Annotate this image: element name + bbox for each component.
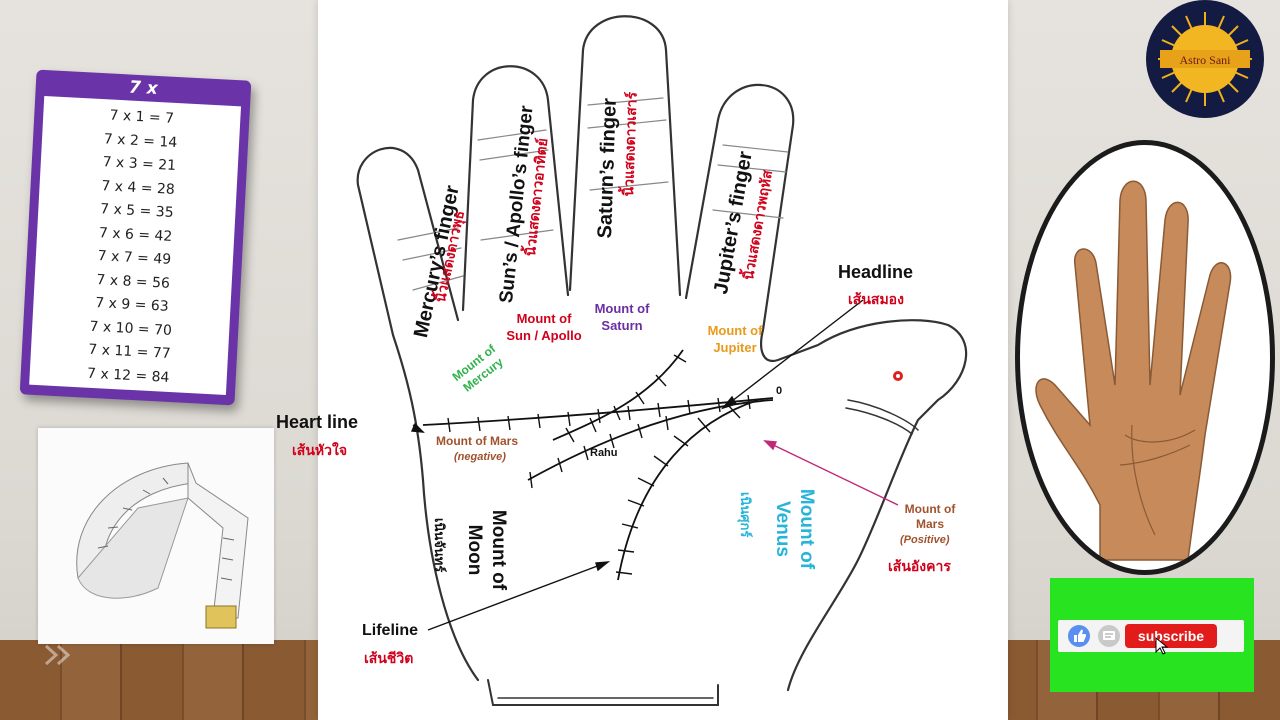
times-table-row: 7 x 12 = 84 — [86, 365, 170, 386]
times-table-row: 7 x 5 = 35 — [99, 201, 174, 221]
times-table-card: 7 x 7 x 1 = 7 7 x 2 = 14 7 x 3 = 21 7 x … — [19, 69, 252, 406]
times-table-row: 7 x 6 = 42 — [98, 225, 173, 245]
headline-thai-label: เส้นสมอง — [848, 291, 904, 307]
tape-measure-photo — [38, 428, 274, 644]
saturn-finger-thai-label: นิ้วแสดงดาวเสาร์ — [619, 91, 640, 197]
mount-of-venus-thai-label: เนินศุกร์ — [738, 492, 753, 538]
times-table-row: 7 x 11 = 77 — [87, 341, 172, 362]
mount-of-moon-thai-label: เนินจันทร์ — [432, 518, 447, 573]
heart-line-label: Heart line — [276, 412, 359, 432]
hand-photo-frame — [1015, 140, 1275, 575]
mount-of-mars-positive-note: (Positive) — [900, 534, 950, 546]
times-table-body: 7 x 1 = 7 7 x 2 = 14 7 x 3 = 21 7 x 4 = … — [29, 96, 242, 395]
heart-line-thai-label: เส้นหัวใจ — [292, 442, 348, 458]
astro-sani-logo: Astro Sani — [1146, 0, 1264, 118]
cursor-icon — [1155, 636, 1169, 655]
mount-of-mars-negative-label: Mount of Mars — [436, 434, 518, 448]
rahu-label: Rahu — [590, 447, 618, 459]
mount-of-mars-positive-label: Mount of Mars — [904, 502, 956, 531]
mount-of-venus-label: Mount of Venus — [772, 488, 817, 570]
palm-diagram-panel: Mercury’s finger นิ้วแสดงดาวพุธ Sun’s / … — [276, 0, 1008, 720]
like-button[interactable] — [1068, 625, 1090, 647]
mars-line-thai-label: เส้นอังคาร — [888, 558, 951, 574]
watermark-icon — [44, 644, 71, 666]
comment-icon — [1103, 631, 1115, 640]
mount-of-jupiter-label: Mount of Jupiter — [707, 323, 763, 355]
tape-measure-icon — [76, 462, 249, 629]
saturn-finger-label: Saturn’s finger — [594, 97, 621, 239]
zero-marker-label: 0 — [776, 385, 783, 397]
subscribe-button[interactable]: subscribe — [1125, 624, 1217, 648]
thumbs-up-icon — [1074, 629, 1086, 642]
times-table-row: 7 x 7 = 49 — [97, 248, 172, 268]
times-table-row: 7 x 1 = 7 — [109, 107, 175, 127]
mount-of-moon-label: Mount of Moon — [464, 509, 509, 591]
open-palm-icon — [1035, 180, 1232, 561]
comment-button[interactable] — [1098, 625, 1120, 647]
lifeline-thai-label: เส้นชีวิต — [364, 650, 414, 666]
headline-label: Headline — [838, 262, 914, 282]
mount-of-saturn-label: Mount of Saturn — [594, 301, 650, 333]
logo-text: Astro Sani — [1179, 53, 1231, 67]
times-table-row: 7 x 9 = 63 — [94, 294, 170, 315]
lifeline-label: Lifeline — [362, 622, 419, 639]
mount-of-mars-negative-note: (negative) — [454, 451, 506, 463]
times-table-row: 7 x 4 = 28 — [100, 178, 176, 198]
times-table-row: 7 x 2 = 14 — [103, 131, 178, 152]
times-table-row: 7 x 8 = 56 — [96, 272, 171, 292]
hand-outline-drawing — [356, 15, 968, 706]
sun-icon — [1158, 12, 1252, 106]
times-table-row: 7 x 10 = 70 — [89, 318, 173, 340]
times-table-row: 7 x 3 = 21 — [102, 154, 177, 175]
mount-of-sun-apollo-label: Mount of Sun / Apollo — [506, 311, 582, 343]
